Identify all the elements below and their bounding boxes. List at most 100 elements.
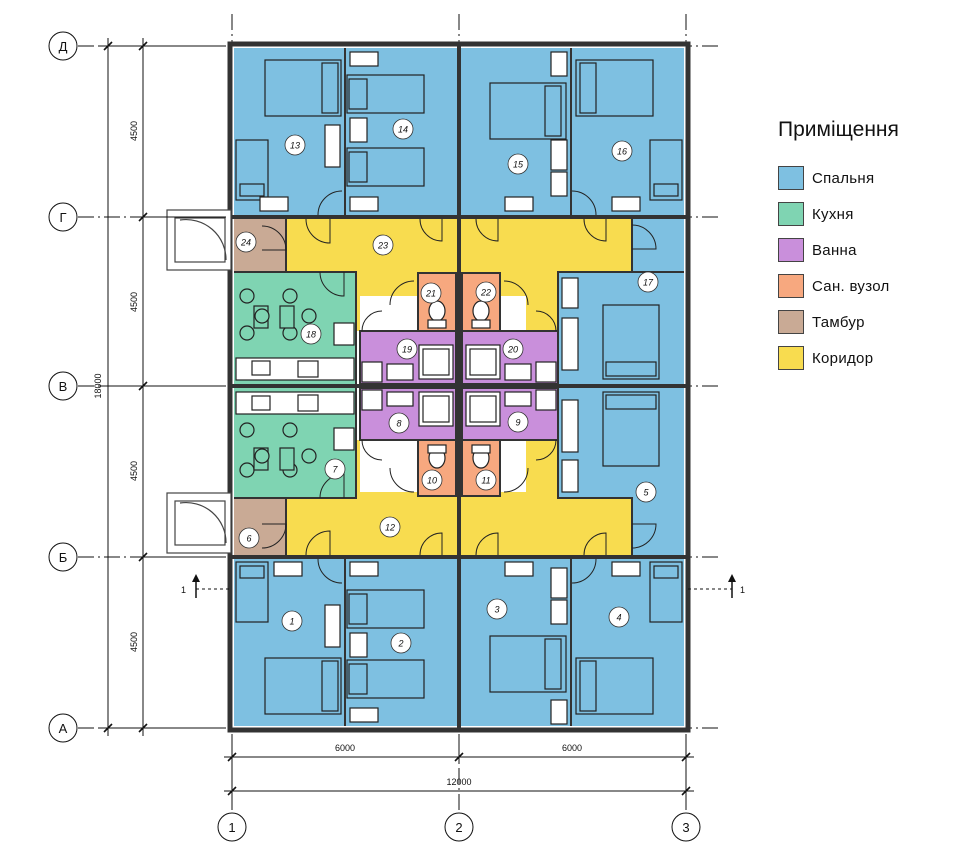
axis-row-2: Г bbox=[48, 202, 78, 232]
room-number-text: 3 bbox=[494, 605, 499, 615]
room-number-text: 21 bbox=[425, 289, 436, 299]
legend-swatch bbox=[778, 166, 804, 190]
room-number-text: 17 bbox=[643, 278, 654, 288]
dim-total-width: 12000 bbox=[446, 777, 471, 787]
room-number-text: 19 bbox=[402, 345, 412, 355]
walls bbox=[227, 41, 691, 733]
room-number-text: 24 bbox=[240, 238, 251, 248]
dim-row-4: 4500 bbox=[129, 632, 139, 652]
room-number-2: 2 bbox=[390, 632, 412, 654]
room-number-text: 5 bbox=[643, 488, 649, 498]
section-arrow-left bbox=[192, 574, 200, 582]
legend-label: Кухня bbox=[812, 205, 854, 223]
room-number-5: 5 bbox=[635, 481, 657, 503]
dimension-texts: 4500 4500 4500 4500 18000 6000 6000 1200… bbox=[93, 121, 745, 787]
legend-item: Ванна bbox=[778, 232, 948, 268]
room-number-19: 19 bbox=[396, 338, 418, 360]
legend-label: Ванна bbox=[812, 241, 857, 259]
room-number-3: 3 bbox=[486, 598, 508, 620]
section-label-right: 1 bbox=[740, 585, 745, 595]
room-number-text: 14 bbox=[398, 125, 408, 135]
doors bbox=[261, 190, 657, 584]
axis-row-4-text: Б bbox=[59, 550, 68, 565]
room-number-15: 15 bbox=[507, 153, 529, 175]
room-number-text: 15 bbox=[513, 160, 524, 170]
dim-col-1: 6000 bbox=[335, 743, 355, 753]
room-number-7: 7 bbox=[324, 458, 346, 480]
room-number-text: 11 bbox=[481, 476, 490, 486]
section-label-left: 1 bbox=[181, 585, 186, 595]
legend-item: Кухня bbox=[778, 196, 948, 232]
axis-row-1: Д bbox=[48, 31, 78, 61]
room-number-17: 17 bbox=[637, 271, 659, 293]
dim-row-3: 4500 bbox=[129, 461, 139, 481]
legend-label: Спальня bbox=[812, 169, 875, 187]
axis-col-3-text: 3 bbox=[682, 820, 689, 835]
legend-swatch bbox=[778, 274, 804, 298]
room-number-24: 24 bbox=[235, 231, 257, 253]
dimension-lines bbox=[100, 38, 733, 798]
room-number-13: 13 bbox=[284, 134, 306, 156]
axis-col-1: 1 bbox=[217, 812, 247, 842]
room-number-text: 9 bbox=[515, 418, 520, 428]
room-number-12: 12 bbox=[379, 516, 401, 538]
dim-row-2: 4500 bbox=[129, 292, 139, 312]
furniture bbox=[235, 51, 683, 725]
room-number-text: 16 bbox=[617, 147, 627, 157]
room-number-text: 7 bbox=[332, 465, 338, 475]
axis-row-3: В bbox=[48, 371, 78, 401]
legend-item: Тамбур bbox=[778, 304, 948, 340]
legend-title: Приміщення bbox=[778, 118, 899, 141]
room-number-21: 21 bbox=[420, 282, 442, 304]
room-number-14: 14 bbox=[392, 118, 414, 140]
room-5-bedroom bbox=[632, 498, 684, 555]
room-number-text: 22 bbox=[480, 288, 491, 298]
room-number-text: 10 bbox=[427, 476, 437, 486]
room-number-20: 20 bbox=[502, 338, 524, 360]
axis-col-3: 3 bbox=[671, 812, 701, 842]
legend-swatch bbox=[778, 202, 804, 226]
axis-row-2-text: Г bbox=[59, 210, 66, 225]
dim-row-1: 4500 bbox=[129, 121, 139, 141]
room-6-vestibule bbox=[234, 498, 286, 555]
room-number-text: 23 bbox=[377, 241, 388, 251]
legend-swatch bbox=[778, 310, 804, 334]
room-number-text: 18 bbox=[306, 330, 316, 340]
axis-col-2-text: 2 bbox=[455, 820, 462, 835]
room-number-text: 8 bbox=[396, 419, 401, 429]
section-arrow-right bbox=[728, 574, 736, 582]
axis-col-1-text: 1 bbox=[228, 820, 235, 835]
legend-swatch bbox=[778, 346, 804, 370]
axis-row-4: Б bbox=[48, 542, 78, 572]
room-number-text: 2 bbox=[397, 639, 403, 649]
axis-row-5: А bbox=[48, 713, 78, 743]
room-17-bedroom bbox=[632, 219, 684, 272]
legend-swatch bbox=[778, 238, 804, 262]
dim-col-2: 6000 bbox=[562, 743, 582, 753]
room-number-18: 18 bbox=[300, 323, 322, 345]
room-number-text: 1 bbox=[289, 617, 294, 627]
room-number-text: 4 bbox=[616, 613, 621, 623]
room-number-9: 9 bbox=[507, 411, 529, 433]
room-number-text: 20 bbox=[507, 345, 518, 355]
room-number-23: 23 bbox=[372, 234, 394, 256]
room-number-22: 22 bbox=[475, 281, 497, 303]
axis-row-3-text: В bbox=[59, 379, 68, 394]
axis-col-2: 2 bbox=[444, 812, 474, 842]
room-number-8: 8 bbox=[388, 412, 410, 434]
room-number-text: 6 bbox=[246, 534, 251, 544]
room-number-6: 6 bbox=[238, 527, 260, 549]
entrance-porches bbox=[166, 209, 232, 554]
room-number-4: 4 bbox=[608, 606, 630, 628]
room-number-1: 1 bbox=[281, 610, 303, 632]
room-number-16: 16 bbox=[611, 140, 633, 162]
dim-total-height: 18000 bbox=[93, 373, 103, 398]
legend-item: Сан. вузол bbox=[778, 268, 948, 304]
legend-label: Коридор bbox=[812, 349, 874, 367]
legend-label: Сан. вузол bbox=[812, 277, 890, 295]
room-number-text: 12 bbox=[385, 523, 395, 533]
